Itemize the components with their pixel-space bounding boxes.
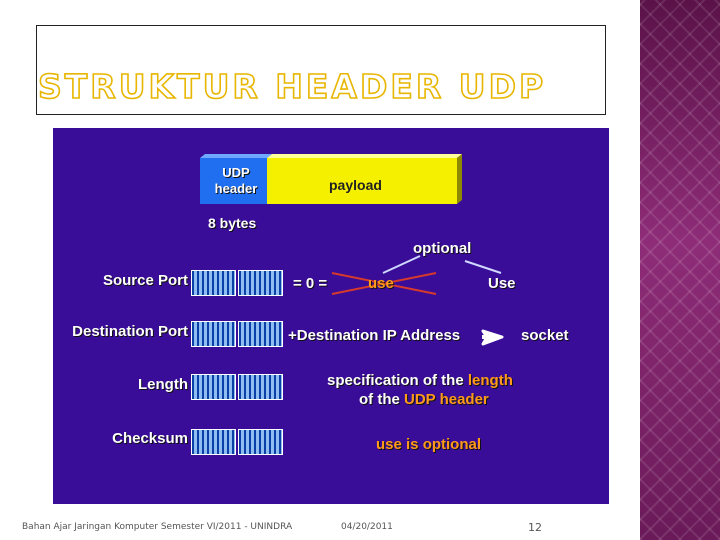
checksum-bits	[191, 429, 283, 455]
size-label: 8 bytes	[208, 215, 257, 231]
arrow-right-icon	[481, 329, 504, 346]
length-description: specification of the length of the UDP h…	[327, 372, 513, 408]
page-number: 12	[528, 521, 542, 534]
source-port-use-crossed: use	[368, 275, 394, 292]
footer-date: 04/20/2011	[341, 522, 393, 532]
field-source-port: Source Port	[102, 272, 188, 289]
field-destination-port: Destination Port	[72, 323, 188, 340]
length-bits	[191, 374, 283, 400]
source-port-zero: = 0 =	[293, 275, 328, 292]
optional-line-left	[382, 255, 421, 274]
field-length: Length	[138, 376, 188, 393]
decorative-side-band	[640, 0, 720, 540]
payload-label: payload	[329, 177, 382, 193]
socket-label: socket	[521, 327, 569, 344]
destination-ip-address: +Destination IP Address	[288, 327, 461, 344]
payload-box-side	[457, 154, 462, 204]
cross-line-2	[331, 272, 437, 295]
destination-port-bits	[191, 321, 283, 347]
diagram-graphics	[200, 154, 504, 346]
footer-course: Bahan Ajar Jaringan Komputer Semester VI…	[22, 522, 293, 532]
payload-box-top	[267, 154, 462, 158]
udp-header-box	[200, 158, 267, 204]
field-checksum: Checksum	[112, 430, 188, 447]
source-port-bits	[191, 270, 283, 296]
title-frame	[36, 25, 606, 115]
udp-diagram-panel: UDP header payload 8 bytes optional Sour…	[53, 128, 609, 504]
optional-label: optional	[413, 240, 472, 257]
slide-title: STRUKTUR HEADER UDP	[37, 67, 547, 106]
source-port-use: Use	[488, 275, 516, 292]
checksum-note: use is optional	[376, 436, 482, 453]
payload-box	[267, 158, 457, 204]
udp-box-top	[200, 154, 272, 158]
udp-header-label: UDP header	[214, 165, 258, 196]
optional-line-right	[464, 260, 502, 274]
